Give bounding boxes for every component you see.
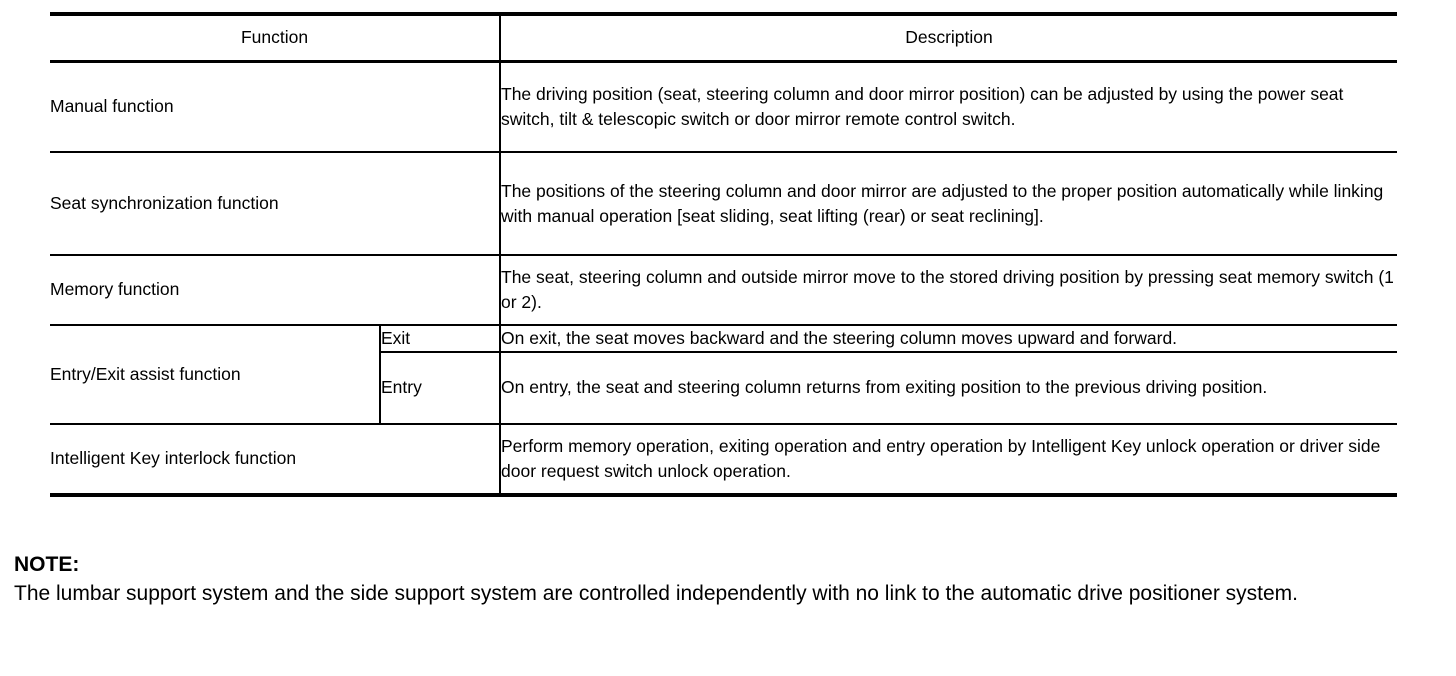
cell-description-manual: The driving position (seat, steering col… xyxy=(500,63,1397,153)
cell-subfunction-entry: Entry xyxy=(380,351,501,425)
note-text: The lumbar support system and the side s… xyxy=(14,581,1298,605)
cell-description-entry: On entry, the seat and steering column r… xyxy=(500,351,1397,425)
column-header-function: Function xyxy=(50,16,501,60)
function-description-table-wrapper: Function Description Manual function The… xyxy=(50,12,1397,497)
cell-description-intelligent-key-interlock: Perform memory operation, exiting operat… xyxy=(501,436,1381,481)
cell-function-entry-exit-assist: Entry/Exit assist function xyxy=(50,325,381,425)
table-row: Memory function The seat, steering colum… xyxy=(50,255,1397,326)
note-block: NOTE: The lumbar support system and the … xyxy=(14,551,1434,608)
function-description-table-body: Manual function The driving position (se… xyxy=(50,63,1397,493)
function-description-table: Function Description xyxy=(50,16,1397,60)
cell-function-memory: Memory function xyxy=(50,255,501,326)
cell-function-intelligent-key-interlock: Intelligent Key interlock function xyxy=(50,423,501,493)
table-row: Seat synchronization function The positi… xyxy=(50,152,1397,256)
cell-subfunction-exit: Exit xyxy=(380,325,501,353)
table-top-border xyxy=(50,12,1397,16)
cell-description-exit: On exit, the seat moves backward and the… xyxy=(500,325,1397,353)
table-row: Entry/Exit assist function Exit On exit,… xyxy=(50,325,1397,425)
column-header-description: Description xyxy=(905,27,993,48)
table-bottom-border xyxy=(50,492,1397,497)
table-header-separator xyxy=(50,60,1397,63)
table-header-row: Function Description xyxy=(50,16,1397,60)
note-label: NOTE: xyxy=(14,553,80,576)
cell-description-seat-synchronization: The positions of the steering column and… xyxy=(500,152,1397,256)
cell-description-memory: The seat, steering column and outside mi… xyxy=(500,255,1397,326)
table-row: Manual function The driving position (se… xyxy=(50,63,1397,153)
table-row: Intelligent Key interlock function Perfo… xyxy=(50,423,1397,493)
cell-function-seat-synchronization: Seat synchronization function xyxy=(50,152,501,256)
table-row: Entry On entry, the seat and steering co… xyxy=(50,351,1397,425)
cell-function-manual: Manual function xyxy=(50,63,501,153)
table-header: Function Description xyxy=(50,16,1397,60)
